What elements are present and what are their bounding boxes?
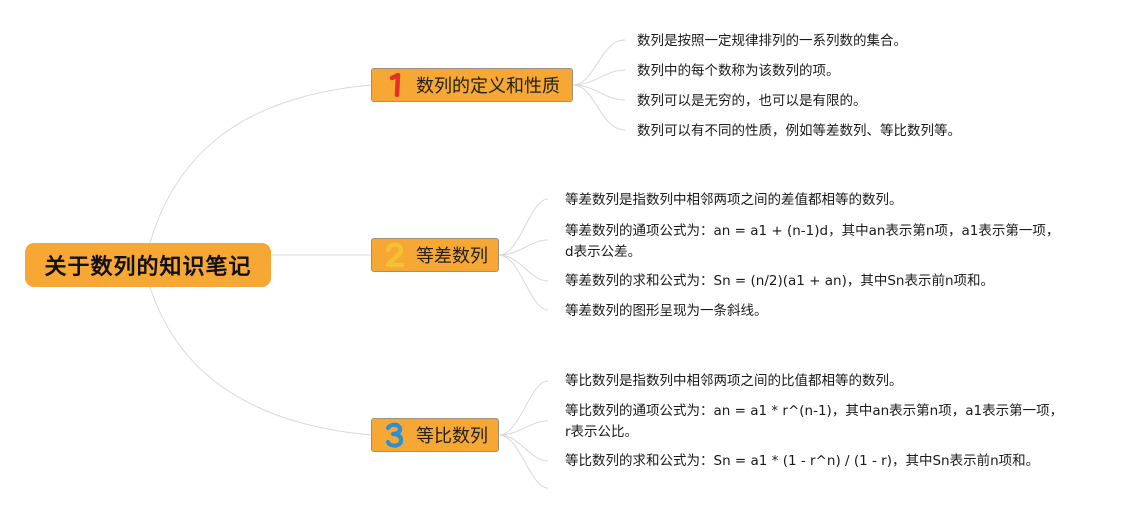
branch-title: 等比数列 xyxy=(416,426,488,447)
root-to-branch-1 xyxy=(149,84,372,244)
leaf-2-3: 等差数列的求和公式为：Sn = (n/2)(a1 + an)，其中Sn表示前n项… xyxy=(565,273,995,289)
branch-node-2[interactable]: 等差数列 xyxy=(371,238,499,272)
branch-node-3[interactable]: 等比数列 xyxy=(371,418,499,452)
leaf-3-2: 等比数列的通项公式为：an = a1 * r^(n-1)，其中an表示第n项，a… xyxy=(565,403,1064,440)
branch-title: 数列的定义和性质 xyxy=(416,76,560,97)
leaf-1-4: 数列可以有不同的性质，例如等差数列、等比数列等。 xyxy=(637,123,961,139)
leaf-3-3: 等比数列的求和公式为：Sn = a1 * (1 - r^n) / (1 - r)… xyxy=(565,453,1040,469)
leaf-1-2: 数列中的每个数称为该数列的项。 xyxy=(637,63,840,79)
leaf-3-1: 等比数列是指数列中相邻两项之间的比值都相等的数列。 xyxy=(565,373,903,389)
root-to-branch-3 xyxy=(149,286,372,436)
number-two-icon xyxy=(384,242,406,268)
leaf-2-2: 等差数列的通项公式为：an = a1 + (n-1)d，其中an表示第n项，a1… xyxy=(565,223,1060,260)
root-title: 关于数列的知识笔记 xyxy=(44,255,252,280)
branch-node-1[interactable]: 数列的定义和性质 xyxy=(371,68,573,102)
leaf-1-3: 数列可以是无穷的，也可以是有限的。 xyxy=(637,93,867,109)
root-node[interactable]: 关于数列的知识笔记 xyxy=(25,243,271,287)
leaf-2-1: 等差数列是指数列中相邻两项之间的差值都相等的数列。 xyxy=(565,192,903,208)
number-three-icon xyxy=(384,422,406,448)
leaf-2-4: 等差数列的图形呈现为一条斜线。 xyxy=(565,303,768,319)
number-one-icon xyxy=(384,72,406,98)
branch-title: 等差数列 xyxy=(416,246,488,267)
leaf-1-1: 数列是按照一定规律排列的一系列数的集合。 xyxy=(637,33,907,49)
